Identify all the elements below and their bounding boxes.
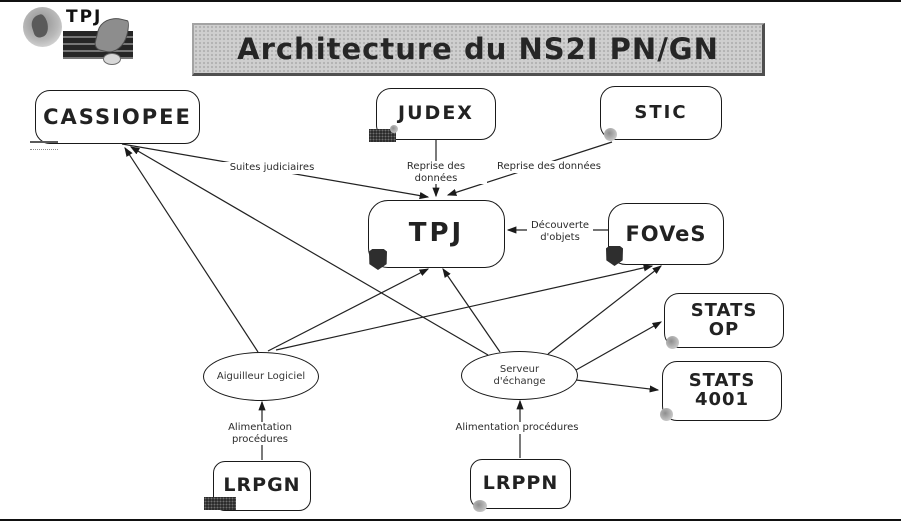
stats-op-badge-icon — [666, 336, 679, 349]
judex-badge-icon — [390, 125, 398, 133]
edge-serveur-tpj — [442, 268, 501, 353]
hub-serveur-echange: Serveur d'échange — [461, 351, 578, 400]
node-cassiopee: CASSIOPEE — [35, 90, 200, 144]
page-title: Architecture du NS2I PN/GN — [192, 23, 765, 76]
node-lrppn: LRPPN — [470, 459, 571, 509]
edge-label-reprise-donnees-judex: Reprise des données — [385, 161, 487, 184]
edge-serveur-stats-4001 — [575, 379, 660, 393]
edge-serveur-cassiopee — [129, 146, 489, 356]
edge-label-reprise-donnees-stic: Reprise des données — [494, 161, 604, 173]
edge-serveur-stats-op — [575, 321, 663, 371]
node-stats-op-label: STATS OP — [690, 299, 758, 340]
lrpgn-banner-icon — [204, 497, 236, 510]
ministry-seal-logo — [23, 7, 62, 47]
stats-4001-badge-icon — [660, 408, 673, 421]
node-stic: STIC — [600, 86, 722, 140]
stic-badge-icon — [604, 128, 617, 141]
edge-label-alimentation-procedures-lrpgn: Alimentation procédures — [200, 422, 320, 445]
edge-aiguilleur-cassiopee — [124, 146, 259, 353]
edge-aiguilleur-foves — [275, 264, 654, 351]
foves-shield-icon — [606, 246, 623, 266]
node-stats-op: STATS OP — [664, 293, 784, 348]
edge-label-suites-judiciaires: Suites judiciaires — [220, 162, 324, 174]
edge-label-decouverte-objets: Découverte d'objets — [527, 220, 593, 243]
hub-serveur-echange-label: Serveur d'échange — [493, 363, 546, 387]
node-stats-4001-label: STATS 4001 — [688, 370, 756, 410]
bottom-frame-line — [0, 519, 901, 521]
tpj-logo-label: TPJ — [66, 7, 103, 27]
cassiopee-doc-icon — [30, 141, 58, 150]
judex-building-icon — [369, 129, 396, 142]
node-tpj: TPJ — [368, 200, 505, 268]
edge-serveur-foves — [547, 265, 662, 355]
lrppn-badge-icon — [473, 500, 487, 512]
top-frame-line — [0, 0, 901, 2]
leaf-base-icon — [103, 53, 121, 65]
edge-aiguilleur-tpj — [267, 268, 430, 352]
hub-aiguilleur-logiciel: Aiguilleur Logiciel — [203, 352, 319, 401]
node-foves: FOVeS — [608, 203, 724, 265]
tpj-shield-icon — [369, 249, 387, 270]
node-stats-4001: STATS 4001 — [662, 361, 782, 421]
edge-label-alimentation-procedures-lrppn: Alimentation procédures — [453, 422, 581, 434]
